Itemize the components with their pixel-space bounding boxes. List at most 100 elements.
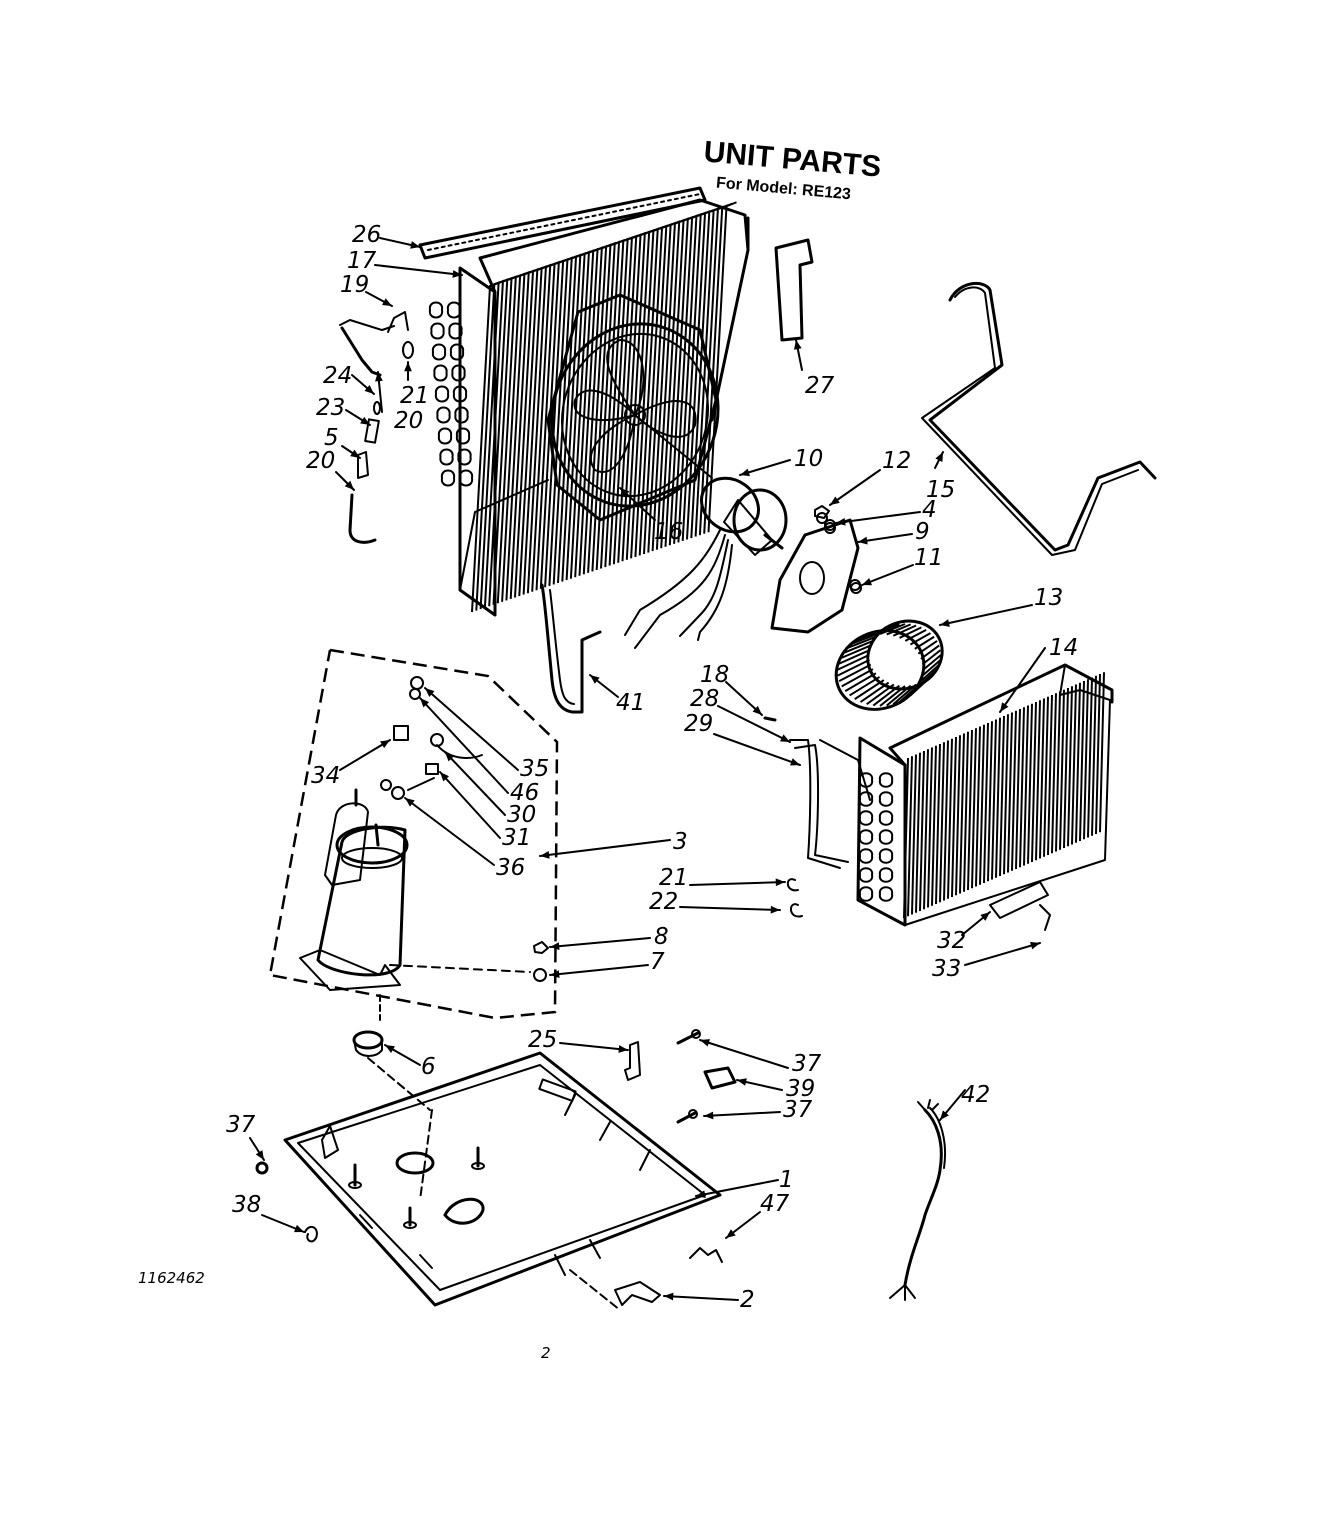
bracket-2-part — [569, 1269, 661, 1311]
part-number-label: 15 — [926, 477, 955, 503]
fan-shroud-part — [546, 293, 720, 522]
page-number: 2 — [541, 1344, 551, 1362]
leader-arrowhead — [550, 970, 560, 978]
screw-37-middle-part — [676, 1109, 698, 1124]
part-number-label: 7 — [650, 949, 665, 975]
leader-line — [439, 771, 501, 839]
leader-line — [444, 751, 506, 816]
leader-arrowhead — [375, 372, 383, 382]
leader-arrowhead — [420, 698, 430, 708]
part-number-label: 19 — [340, 272, 369, 298]
part-number-label: 25 — [528, 1027, 557, 1053]
part-number-label: 39 — [786, 1076, 815, 1102]
leader-arrowhead — [385, 1045, 395, 1053]
clip-38-part — [304, 1225, 318, 1243]
part-number-label: 13 — [1034, 585, 1063, 611]
part-number-label: 12 — [882, 448, 911, 474]
grommet-part — [352, 1030, 431, 1111]
screw-37-upper-part — [676, 1029, 701, 1045]
leader-arrowhead — [590, 675, 600, 684]
part-number-label: 17 — [347, 248, 377, 274]
part-number-label: 22 — [649, 889, 678, 915]
leader-line — [713, 733, 801, 766]
part-number-label: 28 — [690, 686, 719, 712]
leader-arrowhead — [858, 536, 868, 545]
part-number-label: 2 — [740, 1287, 755, 1313]
leader-line — [549, 937, 651, 948]
part-number-label: 14 — [1049, 635, 1078, 661]
left-tubing-parts — [339, 311, 414, 544]
leader-arrowhead — [704, 1111, 714, 1120]
leader-arrowhead — [540, 851, 550, 859]
part-number-label: 33 — [932, 956, 961, 982]
leader-arrowhead — [425, 688, 435, 698]
leader-line — [539, 839, 671, 857]
leader-line — [679, 906, 781, 911]
part-number-label: 5 — [324, 425, 339, 451]
part-number-label: 20 — [394, 408, 423, 434]
leader-arrowhead — [445, 752, 455, 762]
part-number-label: 47 — [760, 1191, 790, 1217]
leader-arrowhead — [940, 619, 950, 627]
part-number-label: 20 — [306, 448, 335, 474]
part-number-label: 23 — [316, 395, 345, 421]
leader-arrowhead — [1030, 941, 1040, 950]
leader-arrowhead — [664, 1292, 674, 1301]
leader-line — [695, 1179, 779, 1197]
leader-arrowhead — [1000, 702, 1009, 712]
block-39-part — [703, 1066, 737, 1090]
part-number-label: 37 — [792, 1051, 822, 1077]
part-number-label: 3 — [673, 829, 688, 855]
leader-line — [424, 687, 519, 771]
diagram-number: 1162462 — [138, 1269, 205, 1287]
leader-line — [374, 264, 463, 276]
wire-harness-42-part — [889, 1099, 946, 1301]
leader-line — [835, 511, 921, 524]
leader-line — [717, 705, 791, 743]
part-number-label: 4 — [922, 497, 937, 523]
wire-loop-part — [921, 281, 1157, 556]
leader-arrowhead — [350, 449, 360, 458]
leader-line — [703, 1111, 781, 1117]
leader-line — [699, 1039, 789, 1069]
part-number-label: 32 — [937, 928, 966, 954]
leader-arrowhead — [410, 241, 420, 249]
part-number-label: 38 — [232, 1192, 261, 1218]
leader-arrowhead — [618, 1045, 628, 1053]
leader-arrowhead — [380, 740, 390, 749]
leader-line — [549, 964, 649, 976]
part-number-label: 41 — [616, 690, 645, 716]
part-number-label: 34 — [311, 763, 340, 789]
part-number-label: 11 — [914, 545, 943, 571]
leader-arrowhead — [344, 480, 354, 490]
leader-arrowhead — [862, 578, 872, 586]
leader-line — [419, 697, 509, 794]
compressor-assembly-part — [268, 648, 559, 1021]
part-number-label: 18 — [700, 662, 729, 688]
leader-arrowhead — [790, 758, 800, 766]
leader-arrowhead — [935, 452, 943, 462]
part-number-label: 10 — [794, 446, 823, 472]
leader-line — [404, 797, 495, 866]
leader-line — [663, 1295, 739, 1301]
condenser-coil-part — [428, 198, 750, 617]
leader-arrowhead — [452, 270, 462, 278]
leader-arrowhead — [940, 1110, 949, 1120]
leader-line — [559, 1042, 629, 1051]
foam-strip-part — [418, 186, 707, 260]
tube-part — [540, 583, 602, 714]
part-number-label: 21 — [400, 383, 429, 409]
part-number-label: 27 — [805, 373, 835, 399]
part-number-label: 35 — [520, 756, 549, 782]
part-number-label: 30 — [507, 802, 536, 828]
screw-37-left-part — [255, 1161, 269, 1175]
part-number-label: 21 — [659, 865, 688, 891]
leader-lines — [249, 237, 1046, 1301]
part-number-label: 42 — [961, 1082, 990, 1108]
bracket-25-part — [624, 1041, 641, 1081]
leader-arrowhead — [793, 340, 802, 350]
evaporator-coil-part — [856, 663, 1114, 927]
leader-arrowhead — [726, 1229, 736, 1238]
leader-line — [689, 881, 786, 886]
